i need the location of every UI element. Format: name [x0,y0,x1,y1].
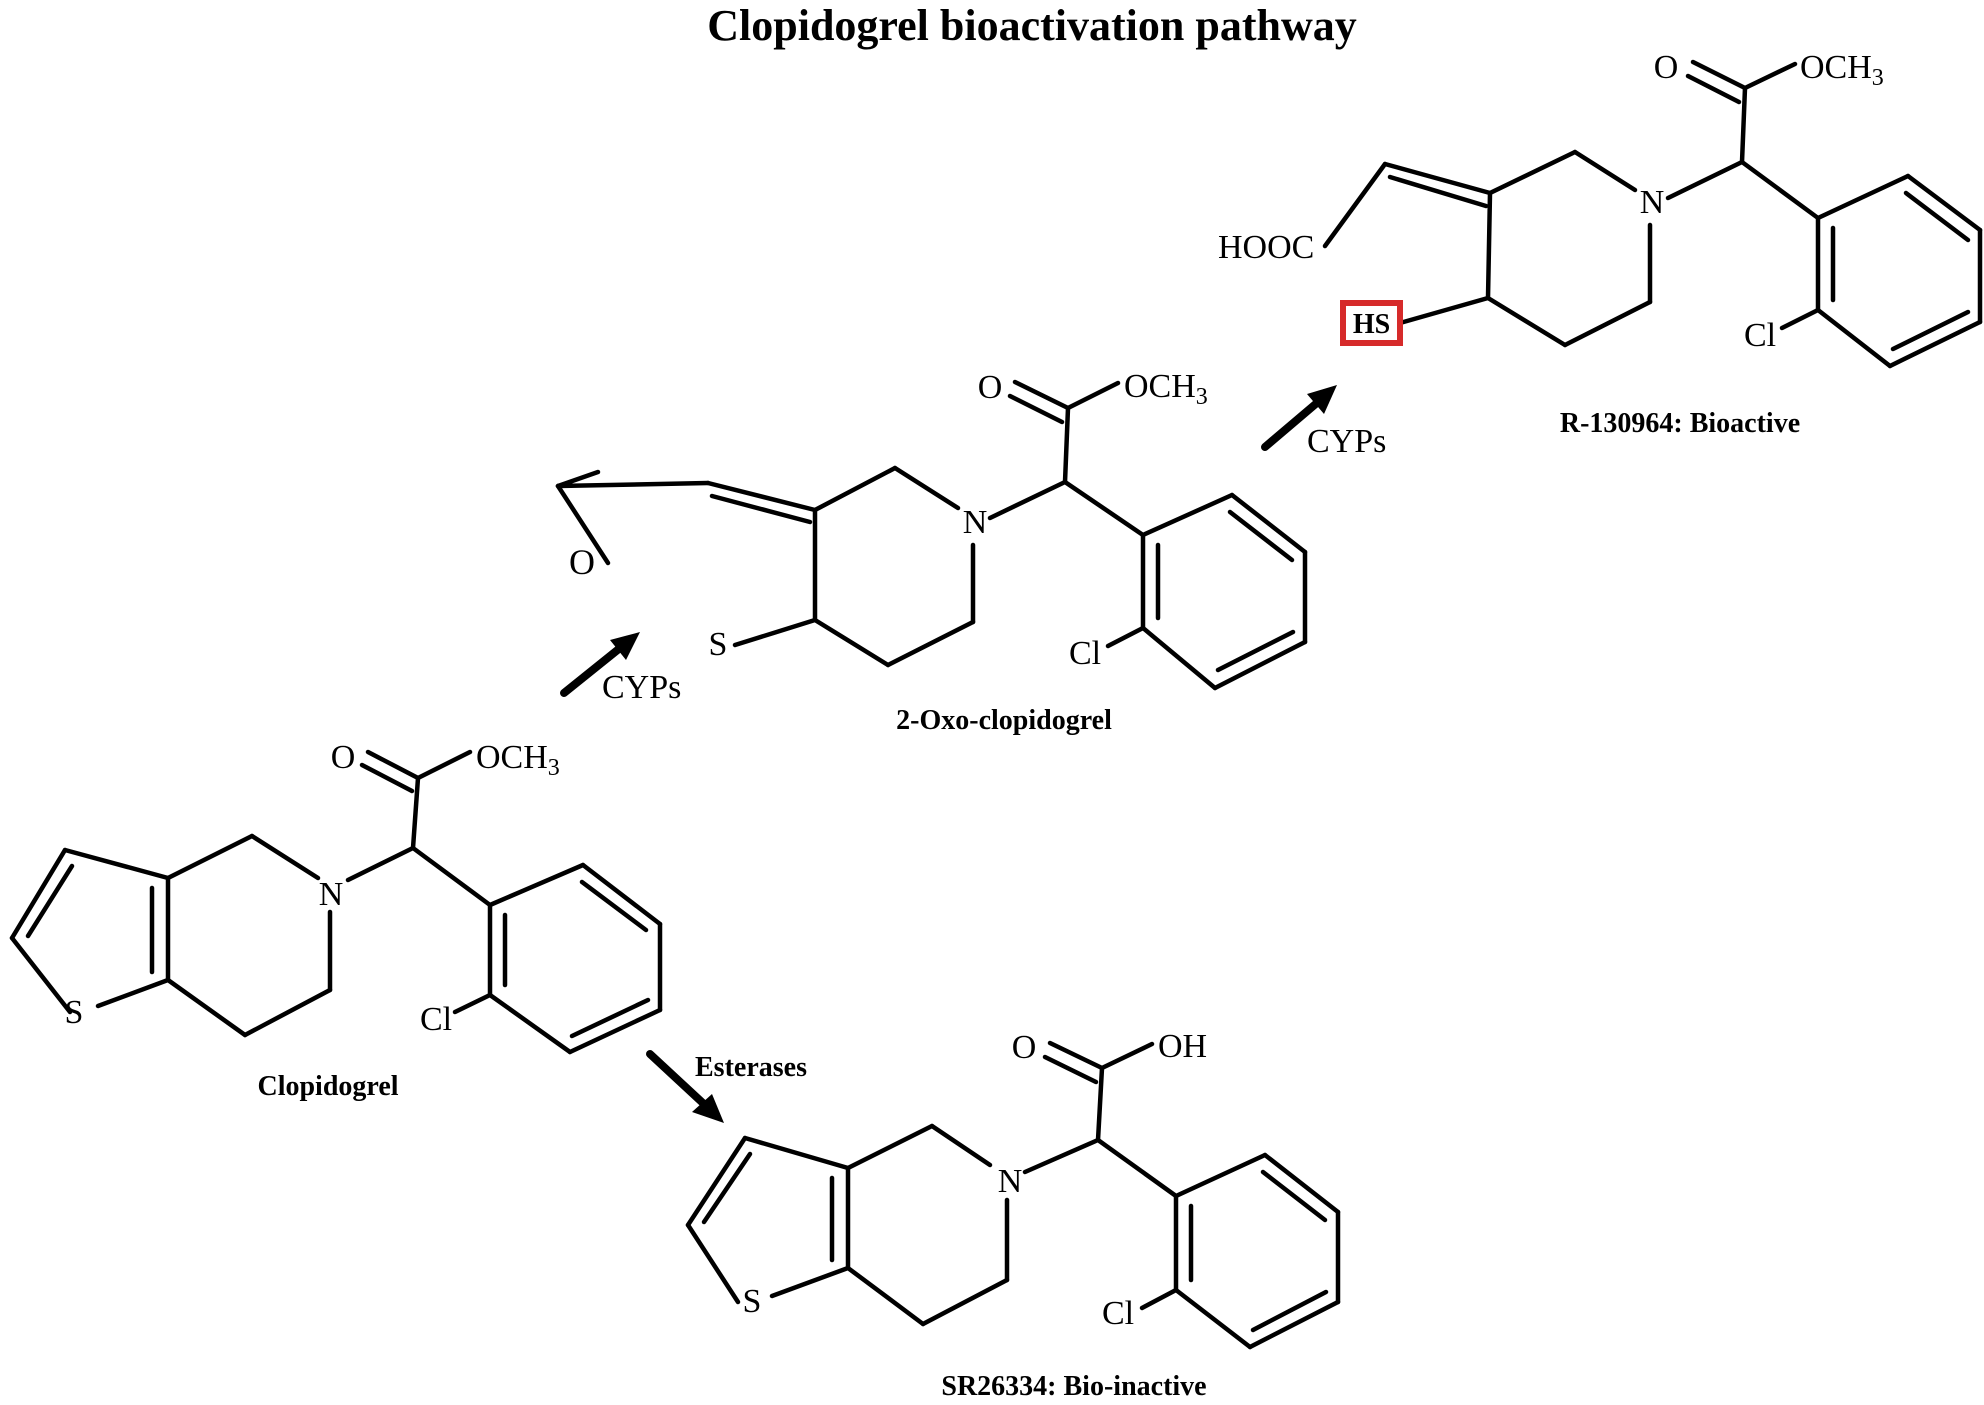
atom-chlorine: Cl [1102,1295,1134,1332]
atom-hooc: HOOC [1218,229,1314,266]
compound-label-r-130964: R-130964: Bioactive [1560,408,1800,439]
atom-och3: OCH3 [1124,368,1208,410]
structure-clopidogrel: S N O OCH3 Cl [9,739,663,1055]
arrow-esterases-clopidogrel-to-inactive [646,1050,724,1123]
atom-och3: OCH3 [476,739,560,781]
arrow-cyp-clopidogrel-to-oxo [560,632,640,697]
atom-sulfur: S [743,1283,762,1320]
atom-oxygen: O [978,369,1003,406]
arrow-label-esterases: Esterases [695,1052,807,1083]
atom-oxygen: O [1012,1029,1037,1066]
atom-chlorine: Cl [1069,635,1101,672]
atom-och3: OCH3 [1800,49,1884,91]
structure-2-oxo-clopidogrel: O S N O OCH3 Cl [555,368,1308,691]
atom-chlorine: Cl [1744,317,1776,354]
structure-sr26334: S N O OH Cl [685,1028,1341,1350]
atom-sulfur: S [709,626,728,663]
atom-nitrogen: N [998,1163,1023,1200]
atom-nitrogen: N [963,504,988,541]
structure-r-130964: HOOC HS N O OCH3 Cl [1218,49,1983,369]
compound-label-2-oxo-clopidogrel: 2-Oxo-clopidogrel [896,705,1112,736]
atom-hydroxyl: OH [1158,1028,1207,1065]
compound-label-sr26334: SR26334: Bio-inactive [941,1371,1206,1402]
atom-nitrogen: N [319,876,344,913]
atom-nitrogen: N [1640,184,1665,221]
atom-oxygen: O [1654,49,1679,86]
thiol-highlight-box [1340,300,1403,346]
atom-sulfur: S [65,994,84,1031]
atom-oxygen: O [331,739,356,776]
atom-oxo-oxygen: O [569,542,595,582]
atom-chlorine: Cl [420,1001,452,1038]
arrow-label-cyps-2: CYPs [1307,423,1386,460]
diagram-title: Clopidogrel bioactivation pathway [707,1,1356,50]
atom-thiol-hs: HS [1353,309,1390,340]
compound-label-clopidogrel: Clopidogrel [257,1071,398,1102]
arrow-label-cyps-1: CYPs [602,669,681,706]
arrow-cyp-oxo-to-active [1261,385,1337,451]
